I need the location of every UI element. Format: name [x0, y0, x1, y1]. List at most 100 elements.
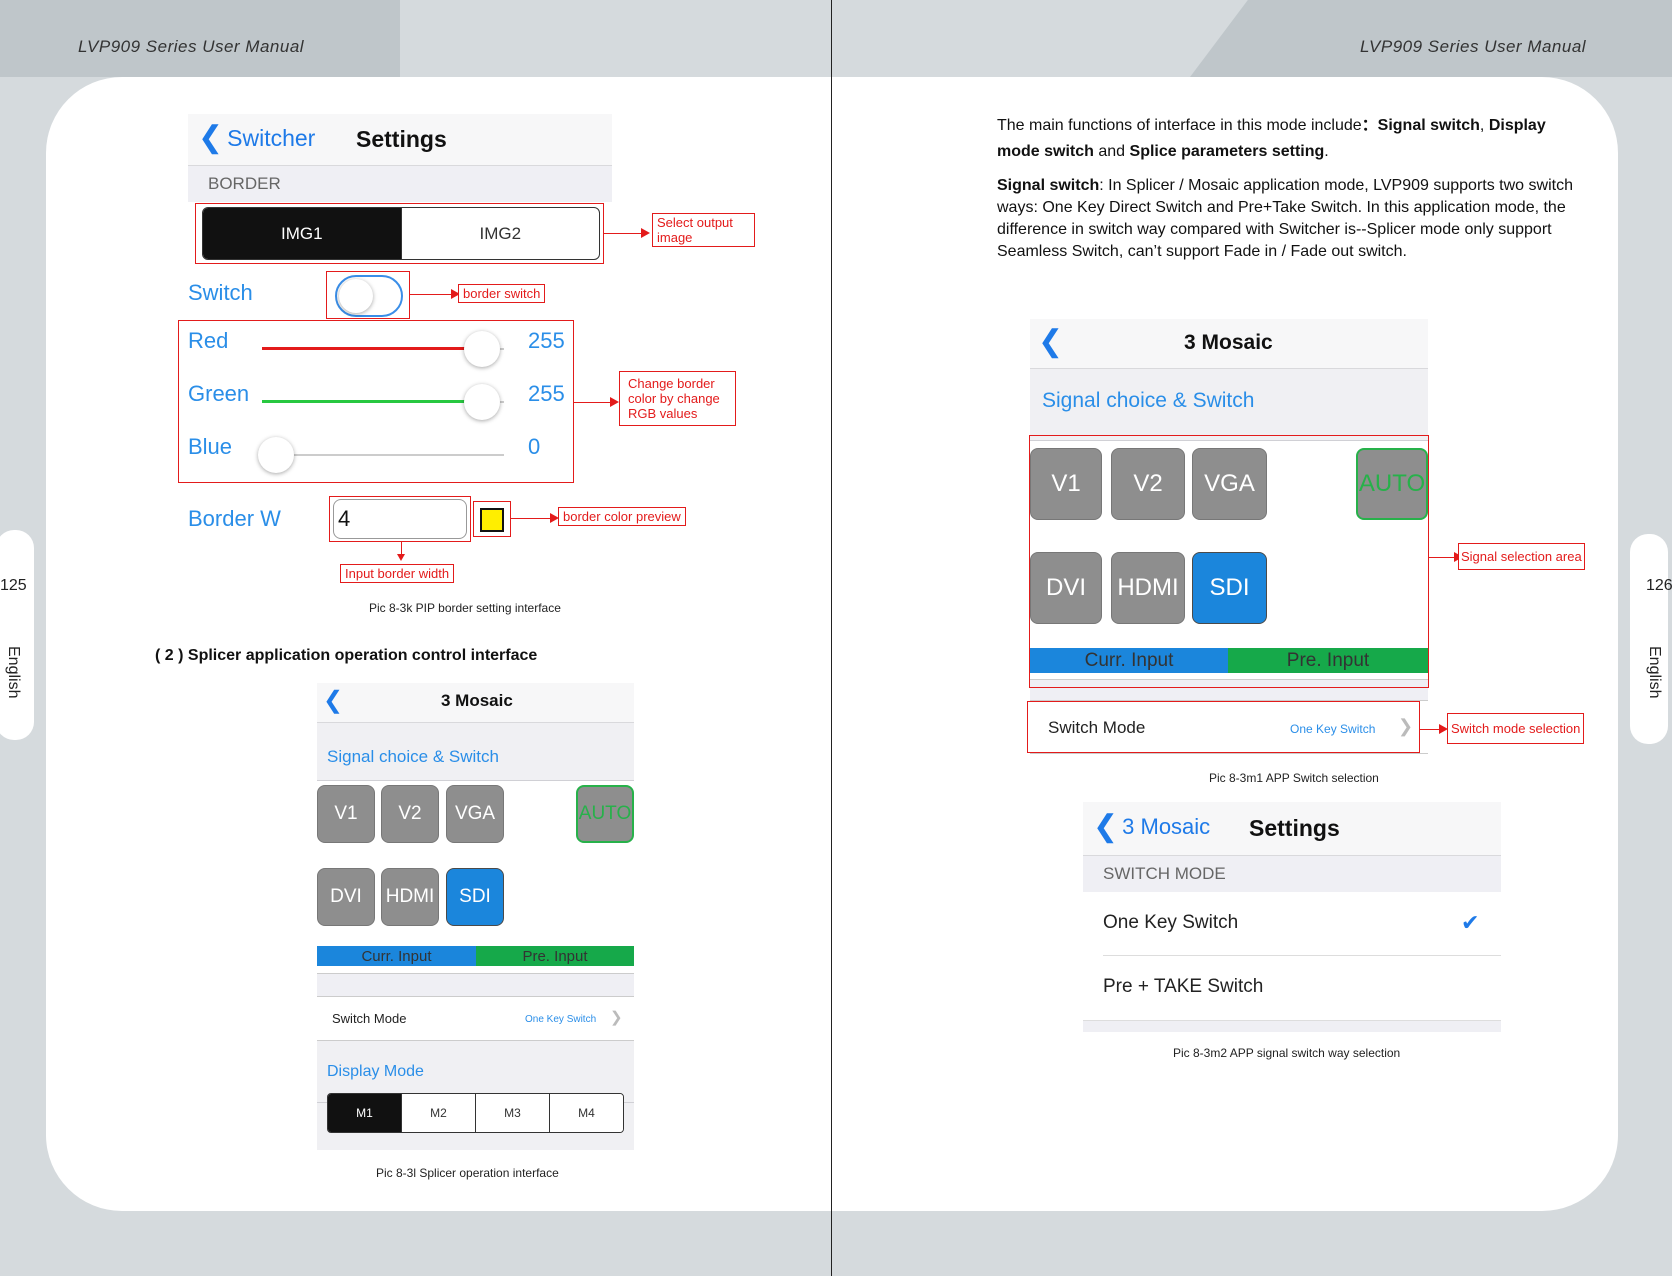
right-header-band [1190, 0, 1672, 77]
mode-m2[interactable]: M2 [402, 1094, 476, 1132]
back-button[interactable]: ❮ 3 Mosaic [1093, 812, 1211, 842]
caption-pic-8-3k: Pic 8-3k PIP border setting interface [369, 601, 561, 615]
arrow-right-icon [610, 397, 619, 407]
back-label: 3 Mosaic [1122, 814, 1211, 839]
mode-m3[interactable]: M3 [476, 1094, 550, 1132]
annotation-line [1420, 729, 1442, 730]
intro-f2: Display mode switch [997, 117, 1546, 160]
signal-header-text: Signal choice & Switch [327, 747, 499, 766]
label-select-output: Select output image [652, 213, 755, 247]
checkmark-icon: ✔ [1461, 910, 1480, 935]
mosaic-signal-header: Signal choice & Switch [1030, 369, 1428, 441]
signal-hdmi-button[interactable]: HDMI [381, 868, 439, 926]
red-label: Red [188, 328, 229, 353]
label-border-switch: border switch [458, 284, 546, 303]
annotation-box-switch-mode [1027, 701, 1420, 753]
right-side-tab [1630, 534, 1668, 744]
chevron-left-icon[interactable]: ❮ [323, 687, 344, 714]
intro-paragraph: The main functions of interface in this … [997, 113, 1592, 165]
mosaic-screen: ❮ 3 Mosaic Signal choice & Switch V1 V2 … [1030, 319, 1428, 754]
intro-f3: Splice parameters setting [1129, 143, 1325, 160]
right-header-title: LVP909 Series User Manual [1360, 37, 1587, 56]
label-color-preview: border color preview [558, 507, 686, 526]
mosaic-signal-header-text: Signal choice & Switch [1042, 389, 1255, 412]
red-slider-fill [262, 347, 486, 350]
signal-dvi-button[interactable]: DVI [317, 868, 375, 926]
signal-hdmi-button[interactable]: HDMI [1111, 552, 1185, 624]
curr-input-bar: Curr. Input [1030, 648, 1228, 673]
segment-img2[interactable]: IMG2 [479, 223, 522, 243]
border-toggle[interactable] [335, 275, 403, 317]
row-separator [1103, 955, 1501, 956]
signal-dvi-button[interactable]: DVI [1030, 552, 1102, 624]
spacer-band [1030, 679, 1428, 701]
border-color-preview [480, 508, 504, 532]
mode-m1[interactable]: M1 [328, 1094, 402, 1132]
settings-navbar: ❮ 3 Mosaic Settings [1083, 802, 1501, 856]
arrow-right-icon [550, 513, 559, 523]
blue-slider-knob[interactable] [258, 437, 294, 473]
mosaic-title: 3 Mosaic [1184, 331, 1273, 354]
signal-auto-button[interactable]: AUTO [576, 785, 634, 843]
red-slider-knob[interactable] [464, 331, 500, 367]
chevron-left-icon[interactable]: ❮ [1038, 325, 1064, 358]
curr-input-bar: Curr. Input [317, 946, 476, 966]
green-slider-fill [262, 400, 486, 403]
mosaic-navbar: ❮ 3 Mosaic [1030, 319, 1428, 369]
left-side-tab [0, 530, 34, 740]
signal-v1-button[interactable]: V1 [1030, 448, 1102, 520]
switch-mode-row[interactable]: Switch Mode One Key Switch ❯ [317, 997, 634, 1041]
signal-header: Signal choice & Switch [317, 723, 634, 781]
signal-sdi-button[interactable]: SDI [446, 868, 504, 926]
annotation-line [1429, 557, 1459, 558]
option-pre-take-label: Pre + TAKE Switch [1103, 976, 1264, 997]
left-header-title: LVP909 Series User Manual [78, 37, 305, 56]
signal-v1-button[interactable]: V1 [317, 785, 375, 843]
green-value: 255 [528, 381, 565, 406]
red-value: 255 [528, 328, 565, 353]
border-width-input[interactable] [333, 499, 467, 539]
blue-slider[interactable] [258, 437, 504, 473]
label-switch-mode-sel: Switch mode selection [1447, 713, 1585, 744]
switch-mode-value: One Key Switch [1290, 722, 1376, 736]
signal-vga-button[interactable]: VGA [1192, 448, 1267, 520]
label-signal-area: Signal selection area [1458, 543, 1585, 570]
signal-auto-button[interactable]: AUTO [1356, 448, 1428, 520]
switch-mode-row[interactable]: Switch Mode One Key Switch ❯ [1030, 701, 1428, 754]
signal-v2-button[interactable]: V2 [1111, 448, 1185, 520]
green-slider-knob[interactable] [464, 384, 500, 420]
annotation-box-rgb [178, 320, 574, 483]
left-side-label: English [5, 646, 22, 699]
border-navbar: ❮ Switcher Settings [188, 114, 612, 166]
green-label: Green [188, 381, 250, 406]
annotation-box-width [329, 496, 471, 542]
green-slider[interactable] [262, 384, 504, 420]
splicer-screen: ❮ 3 Mosaic Signal choice & Switch V1 V2 … [317, 683, 634, 1150]
red-slider[interactable] [262, 331, 504, 367]
switch-mode-section: SWITCH MODE [1083, 856, 1501, 892]
intro-and: and [1098, 143, 1126, 160]
signal-v2-button[interactable]: V2 [381, 785, 439, 843]
switch-mode-label: Switch Mode [332, 1011, 407, 1026]
blue-slider-track [262, 454, 504, 456]
signal-sdi-button[interactable]: SDI [1192, 552, 1267, 624]
back-button[interactable]: ❮ Switcher [198, 121, 315, 154]
splicer-title: 3 Mosaic [441, 691, 513, 710]
intro-f1: Signal switch [1377, 117, 1480, 134]
annotation-line [574, 402, 612, 403]
segment-img1[interactable]: IMG1 [203, 208, 402, 259]
annotation-line [511, 518, 555, 519]
chevron-left-icon: ❮ [198, 121, 224, 154]
option-pre-take[interactable]: Pre + TAKE Switch [1083, 956, 1501, 1020]
blue-value: 0 [528, 434, 541, 459]
signal-switch-body: : In Splicer / Mosaic application mode, … [997, 177, 1573, 260]
section-heading: ( 2 ) Splicer application operation cont… [155, 647, 538, 664]
intro-text: The main functions of interface in this … [997, 117, 1362, 134]
intro-end: . [1324, 143, 1329, 160]
blue-label: Blue [188, 434, 233, 459]
option-one-key[interactable]: One Key Switch ✔ [1083, 892, 1501, 956]
border-section-header: BORDER [188, 166, 612, 202]
mode-m4[interactable]: M4 [550, 1094, 623, 1132]
signal-vga-button[interactable]: VGA [446, 785, 504, 843]
page-divider [831, 0, 832, 1276]
